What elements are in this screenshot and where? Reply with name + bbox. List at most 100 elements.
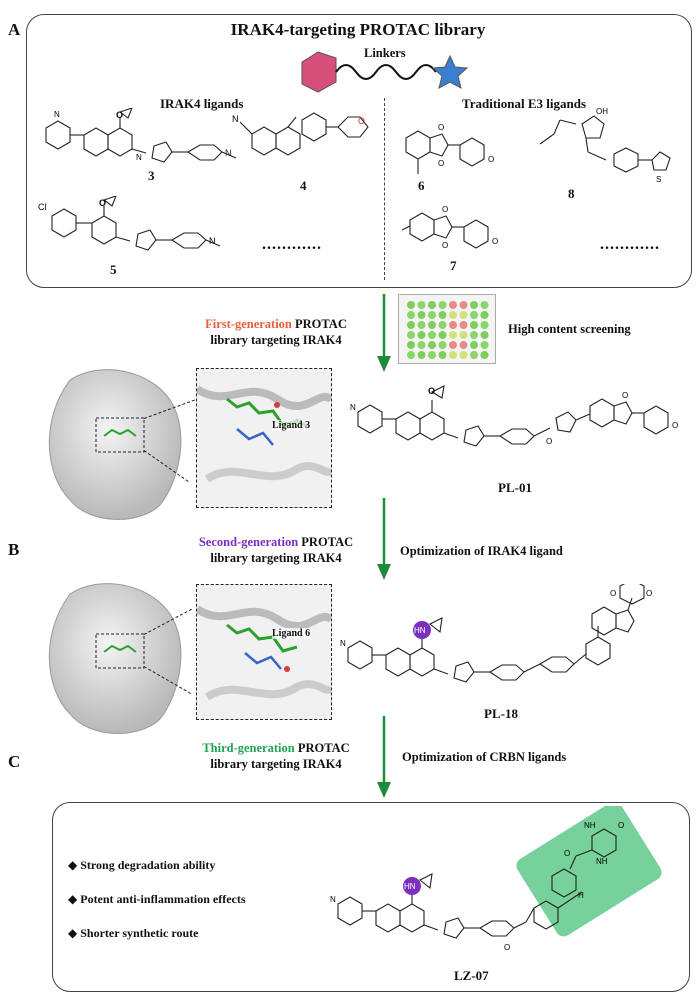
arrow-1 xyxy=(377,294,391,372)
atom-o: O xyxy=(442,241,448,250)
bullet-3-text: Shorter synthetic route xyxy=(80,926,199,940)
plate-well xyxy=(449,311,457,319)
atom-o: O xyxy=(646,589,652,598)
atom-o: O xyxy=(438,159,444,168)
pl18-label: PL-18 xyxy=(484,706,518,721)
star-shape xyxy=(431,54,469,89)
plate-well xyxy=(459,301,468,309)
pl18-structure: HN N O O xyxy=(340,584,652,683)
plate-well xyxy=(459,311,468,319)
panel-letter-c: C xyxy=(8,752,21,771)
ligand-6-label: Ligand 6 xyxy=(272,628,311,639)
library-title: IRAK4-targeting PROTAC library xyxy=(230,20,486,39)
compound-3-number: 3 xyxy=(148,168,155,183)
first-generation-rest: PROTAC xyxy=(291,317,347,331)
atom-n: N xyxy=(350,403,356,412)
hexagon-shape xyxy=(301,51,337,93)
atom-o: O xyxy=(358,116,365,126)
plate-well xyxy=(459,331,468,339)
e3-ligands-heading: Traditional E3 ligands xyxy=(462,96,587,111)
plate-well xyxy=(480,341,489,349)
compound-7-number: 7 xyxy=(450,258,457,273)
atom-o: O xyxy=(672,421,678,430)
compound-6-number: 6 xyxy=(418,178,425,193)
plate-well xyxy=(470,341,478,349)
plate-well xyxy=(459,351,468,359)
ligand-3-label: Ligand 3 xyxy=(272,420,311,431)
plate-well xyxy=(459,341,468,349)
atom-cl: Cl xyxy=(38,202,47,212)
atom-oh: OH xyxy=(596,107,608,116)
linker-wave xyxy=(335,64,437,80)
second-generation-line2: library targeting IRAK4 xyxy=(210,551,342,565)
plate-well xyxy=(480,331,489,339)
plate-well xyxy=(470,351,478,359)
plate-well xyxy=(417,321,426,329)
plate-well xyxy=(417,311,426,319)
more-e3-ellipsis: ............ xyxy=(600,236,660,253)
compound-5-structure: Cl O N xyxy=(38,196,221,251)
screening-label: High content screening xyxy=(508,322,631,336)
atom-s: S xyxy=(656,175,661,184)
plate-well xyxy=(480,321,489,329)
atom-o: O xyxy=(99,198,106,208)
plate-well xyxy=(438,301,447,309)
hn-badge xyxy=(413,621,431,639)
pl01-structure: N O O O O xyxy=(350,385,678,447)
atom-nh: NH xyxy=(584,821,596,830)
plate-well xyxy=(480,301,489,309)
bullet-3: ◆ Shorter synthetic route xyxy=(68,926,199,940)
atom-o: O xyxy=(546,437,552,446)
atom-o: O xyxy=(488,155,494,164)
plate-well xyxy=(428,341,436,349)
plate-well xyxy=(449,341,457,349)
panel-letter-b: B xyxy=(8,540,20,559)
atom-hn: HN xyxy=(414,626,426,635)
atom-n: N xyxy=(330,895,336,904)
bullet-2: ◆ Potent anti-inflammation effects xyxy=(68,892,246,906)
binding-pocket-2-drawing xyxy=(197,605,331,701)
plate-well xyxy=(407,341,415,349)
plate-well xyxy=(407,301,415,309)
second-generation-rest: PROTAC xyxy=(298,535,354,549)
plate-well xyxy=(470,331,478,339)
compound-7-structure: O O O xyxy=(401,205,498,250)
linker-graphic xyxy=(301,51,469,93)
atom-o: O xyxy=(428,386,435,396)
plate-well xyxy=(407,351,415,359)
atom-o: O xyxy=(622,391,628,400)
atom-o: O xyxy=(438,123,444,132)
plate-well xyxy=(480,311,489,319)
compound-5-number: 5 xyxy=(110,262,117,277)
third-generation-rest: PROTAC xyxy=(294,741,350,755)
third-generation-label: Third-generation PROTAC library targetin… xyxy=(186,740,366,772)
plate-well xyxy=(470,321,478,329)
lz07-structure: HN N O H NH O O NH xyxy=(330,806,662,952)
plate-well xyxy=(428,331,436,339)
plate-well xyxy=(438,331,447,339)
binding-pocket-2 xyxy=(196,584,332,720)
plate-well xyxy=(428,321,436,329)
plate-well xyxy=(428,351,436,359)
plate-well xyxy=(438,321,447,329)
atom-nh: N xyxy=(136,153,142,162)
atom-o: O xyxy=(442,205,448,214)
binding-pocket-1 xyxy=(196,368,332,508)
compound-4-number: 4 xyxy=(300,178,307,193)
third-generation-line2: library targeting IRAK4 xyxy=(210,757,342,771)
atom-o: O xyxy=(564,849,570,858)
atom-n: N xyxy=(209,236,216,246)
compound-8-number: 8 xyxy=(568,186,575,201)
bullet-1-text: Strong degradation ability xyxy=(80,858,216,872)
plate-well xyxy=(407,321,415,329)
first-generation-label: First-generation PROTAC library targetin… xyxy=(186,316,366,348)
lz07-label: LZ-07 xyxy=(454,968,489,983)
divider-dashed xyxy=(384,98,385,280)
well-plate-grid xyxy=(407,301,489,359)
plate-well xyxy=(417,331,426,339)
plate-well xyxy=(449,351,457,359)
arrow-3 xyxy=(377,716,391,798)
third-generation-highlight: Third-generation xyxy=(202,741,295,755)
plate-well xyxy=(417,341,426,349)
more-irak4-ellipsis: ............ xyxy=(262,236,322,253)
